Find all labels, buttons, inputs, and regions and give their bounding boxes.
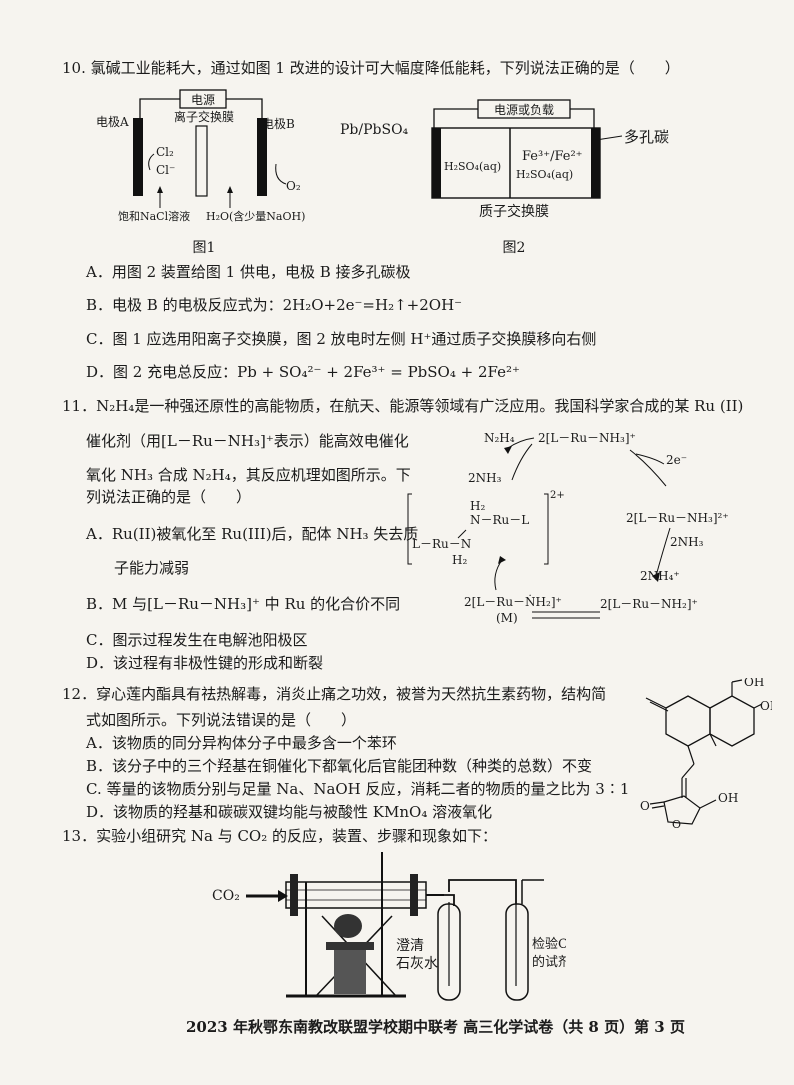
mech-top: 2[L－Ru－NH₃]⁺	[538, 431, 636, 445]
fig2-caption: 图2	[503, 240, 526, 256]
ion-exchange-membrane	[195, 125, 208, 197]
q12-option-d: D．该物质的羟基和碳碳双键均能与被酸性 KMnO₄ 溶液氧化	[86, 803, 493, 821]
q10-option-c: C．图 1 应选用阳离子交换膜，图 2 放电时左侧 H⁺通过质子交换膜移向右侧	[86, 330, 597, 348]
andrographolide-structure: OH OH O O OH	[640, 678, 772, 828]
fig1-electrode-b-label: 电极B	[262, 117, 295, 131]
tube2-label-line1: 检验CO	[532, 936, 566, 952]
mech-2nh3-left: 2NH₃	[468, 471, 502, 485]
mech-2nh4: 2NH₄⁺	[640, 569, 680, 583]
q12-stem-line-1: 12．穿心莲内酯具有祛热解毒，消炎止痛之功效，被誉为天然抗生素药物，结构简	[62, 685, 607, 703]
carbon-electrode	[591, 128, 600, 198]
q12-option-b: B．该分子中的三个羟基在铜催化下都氧化后官能团种数（种类的总数）不变	[86, 757, 593, 775]
tube1-label-line1: 澄清	[396, 938, 424, 954]
fig1-left-solution: 饱和NaCl溶液	[118, 209, 190, 223]
q10-option-a: A．用图 2 装置给图 1 供电，电极 B 接多孔碳极	[86, 263, 411, 281]
q10-option-d: D．图 2 充电总反应：Pb + SO₄²⁻ + 2Fe³⁺ = PbSO₄ +…	[86, 363, 520, 381]
fig2-right-solution: H₂SO₄(aq)	[516, 168, 573, 181]
mech-dimer-n-top: N－Ru－L	[470, 513, 529, 527]
fig2-right-couple: Fe³⁺/Fe²⁺	[522, 149, 583, 164]
q13-stem: 13．实验小组研究 Na 与 CO₂ 的反应，装置、步骤和现象如下：	[62, 827, 498, 845]
fig1-caption: 图1	[193, 240, 216, 256]
fig2-left-solution: H₂SO₄(aq)	[444, 160, 501, 173]
fig1-electrode-a-label: 电极A	[96, 115, 129, 129]
q11-option-d: D．该过程有非极性键的形成和断裂	[86, 654, 324, 672]
fig1-membrane-label: 离子交换膜	[174, 109, 234, 124]
carbonyl-o: O	[640, 799, 650, 813]
fig2-left-electrode: Pb/PbSO₄	[340, 122, 409, 138]
mech-n2h4: N₂H₄	[484, 431, 515, 445]
page-footer: 2023 年秋鄂东南教改联盟学校期中联考 高三化学试卷（共 8 页）第 3 页	[186, 1018, 685, 1036]
mech-dimer-left: L－Ru－N	[412, 537, 471, 551]
q11-option-a: A．Ru(II)被氧化至 Ru(III)后，配体 NH₃ 失去质	[86, 525, 419, 543]
fig1-cl2: Cl₂	[156, 145, 174, 159]
tube2-label-line2: 的试剂	[532, 954, 566, 970]
q11-option-a-cont: 子能力减弱	[114, 559, 190, 577]
mech-2e: 2e⁻	[666, 453, 687, 467]
mech-m: (M)	[496, 611, 518, 625]
mech-dimer-h2-bottom: H₂	[452, 553, 467, 567]
q11-stem-line-3: 氧化 NH₃ 合成 N₂H₄，其反应机理如图所示。下	[86, 466, 411, 484]
q10-figure-2: 电源或负载 Pb/PbSO₄ 多孔碳 H₂SO₄(aq) Fe³⁺/Fe²⁺ H…	[340, 99, 669, 256]
q11-option-c: C．图示过程发生在电解池阳极区	[86, 631, 308, 649]
mech-bottom-right: 2[L－Ru－NH₂]⁺	[600, 597, 698, 611]
fig1-power-label: 电源	[191, 93, 215, 107]
co2-label: CO₂	[212, 888, 240, 904]
q11-stem-line-2: 催化剂（用[L－Ru－NH₃]⁺表示）能高效电催化	[86, 432, 409, 450]
electrode-a	[133, 118, 143, 196]
q12-option-c: C. 等量的该物质分别与足量 Na、NaOH 反应，消耗二者的物质的量之比为 3…	[86, 780, 630, 798]
oh-top: OH	[744, 678, 764, 689]
q12-stem-line-2: 式如图所示。下列说法错误的是（ ）	[86, 711, 357, 729]
q11-mechanism-diagram: N₂H₄ 2[L－Ru－NH₃]⁺ 2e⁻ 2NH₃ 2[L－Ru－NH₃]²⁺…	[407, 431, 729, 625]
ring-o: O	[672, 818, 681, 828]
fig2-membrane-label: 质子交换膜	[479, 203, 549, 220]
pb-electrode	[432, 128, 441, 198]
q13-apparatus: CO₂ 澄清 石灰水 检验CO 的试剂	[212, 852, 566, 1001]
q10-stem: 10. 氯碱工业能耗大，通过如图 1 改进的设计可大幅度降低能耗，下列说法正确的…	[62, 59, 680, 77]
mech-2nh3: 2NH₃	[670, 535, 704, 549]
fig2-right-electrode: 多孔碳	[624, 128, 669, 146]
q11-option-b: B．M 与[L－Ru－NH₃]⁺ 中 Ru 的化合价不同	[86, 595, 401, 613]
mech-dimer-charge: 2+	[550, 490, 565, 501]
q10-figure-1: 电源 离子交换膜 电极A 电极B Cl₂ Cl⁻ O₂ 饱和NaCl溶液 H₂O…	[96, 89, 305, 256]
q11-stem-line-1: 11．N₂H₄是一种强还原性的高能物质，在航天、能源等领域有广泛应用。我国科学家…	[62, 397, 744, 415]
fig1-right-solution: H₂O(含少量NaOH)	[206, 209, 305, 223]
mech-bottom-left: 2[L－Ru－ṄH₂]⁺	[464, 593, 562, 609]
tube1-label-line2: 石灰水	[396, 956, 438, 972]
electrode-b	[257, 118, 267, 196]
oh-right: OH	[760, 699, 772, 713]
mech-dimer-h2-top: H₂	[470, 499, 485, 513]
fig2-power-label: 电源或负载	[494, 103, 554, 117]
q10-option-b: B．电极 B 的电极反应式为：2H₂O+2e⁻=H₂↑+2OH⁻	[86, 296, 463, 314]
q12-option-a: A．该物质的同分异构体分子中最多含一个苯环	[86, 734, 397, 752]
fig1-cl-ion: Cl⁻	[156, 163, 175, 177]
q11-stem-line-4: 列说法正确的是（ ）	[86, 488, 252, 506]
fig1-o2: O₂	[286, 179, 301, 193]
mech-right: 2[L－Ru－NH₃]²⁺	[626, 511, 729, 525]
oh-bottom: OH	[718, 791, 738, 805]
